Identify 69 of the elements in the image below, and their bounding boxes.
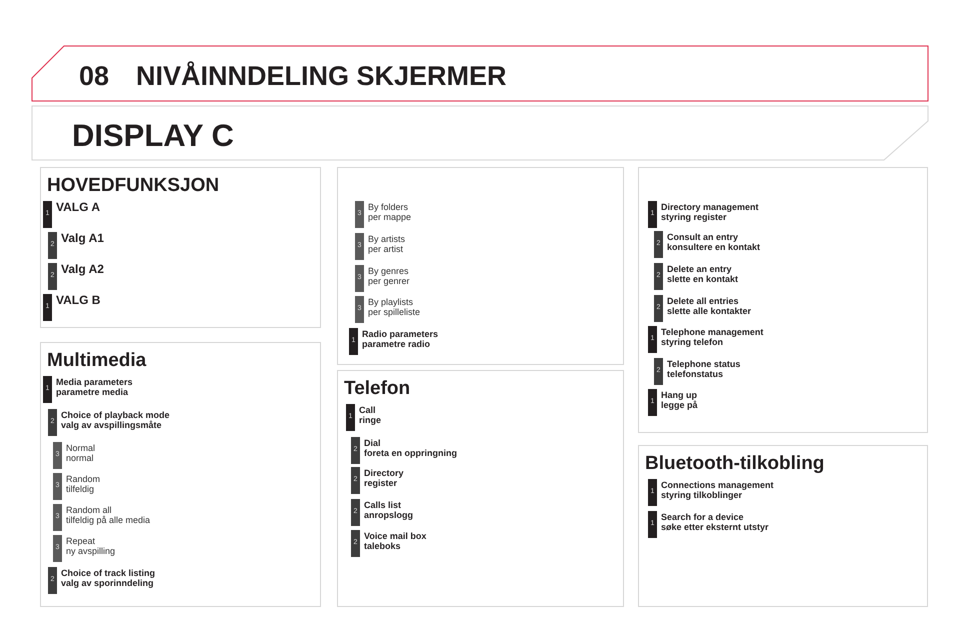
menu-item-text: taleboks <box>364 541 402 551</box>
menu-item-text: søke etter eksternt utstyr <box>661 522 769 532</box>
menu-item-text: Calls list <box>364 500 402 510</box>
menu-item-text: Random all <box>66 505 113 515</box>
menu-item-text: Media parameters <box>56 377 133 387</box>
menu-item-text: By artists <box>368 234 406 244</box>
menu-item-text: styring tilkoblinger <box>661 490 744 500</box>
menu-item-text: Valg A1 <box>61 230 104 246</box>
menu-item-text: styring register <box>661 212 728 222</box>
menu-item-text: per artist <box>368 244 404 254</box>
menu-item-text: foreta en oppringning <box>364 448 457 458</box>
menu-item-text: Random <box>66 474 100 484</box>
menu-panel <box>638 445 928 607</box>
menu-item-text: ringe <box>359 415 382 425</box>
menu-item-text: slette en kontakt <box>667 274 738 284</box>
menu-item-text: VALG A <box>56 199 100 215</box>
menu-item-text: Delete an entry <box>667 264 733 274</box>
panel-heading: Telefon <box>344 377 410 401</box>
menu-item-text: Telephone management <box>661 327 764 337</box>
menu-panel <box>40 342 321 607</box>
menu-item-text: Dial <box>364 438 382 448</box>
menu-item-text: Telephone status <box>667 359 740 369</box>
menu-item-text: Consult an entry <box>667 232 740 242</box>
menu-item-text: Delete all entries <box>667 296 740 306</box>
menu-item-text: tilfeldig på alle media <box>66 515 150 525</box>
menu-item-text: Directory <box>364 468 404 478</box>
menu-item-text: Voice mail box <box>364 531 426 541</box>
menu-item-text: konsultere en kontakt <box>667 242 760 252</box>
menu-item-text: Radio parameters <box>362 329 438 339</box>
menu-item-text: Choice of playback mode <box>61 410 170 420</box>
chapter-number: 08 <box>79 60 110 93</box>
menu-item-text: tilfeldig <box>66 484 96 494</box>
menu-item-text: Directory management <box>661 202 759 212</box>
menu-item-text: parametre radio <box>362 339 432 349</box>
menu-item-text: styring telefon <box>661 337 724 347</box>
menu-item-text: valg av sporinndeling <box>61 578 155 588</box>
menu-item-text: Repeat <box>66 536 96 546</box>
menu-item-text: Connections management <box>661 480 774 490</box>
menu-item-text: Choice of track listing <box>61 568 156 578</box>
menu-item-text: Call <box>359 405 377 415</box>
menu-item-text: By folders <box>368 202 410 212</box>
section-title: DISPLAY C <box>72 117 234 155</box>
menu-item-text: Hang up <box>661 390 698 400</box>
menu-item-text: anropslogg <box>364 510 413 520</box>
menu-item-text: Search for a device <box>661 512 745 522</box>
menu-item-text: per mappe <box>368 212 412 222</box>
menu-item-text: slette alle kontakter <box>667 306 752 316</box>
panel-heading: HOVEDFUNKSJON <box>47 174 220 198</box>
panel-heading: Multimedia <box>47 349 146 373</box>
menu-item-text: Normal <box>66 443 96 453</box>
menu-item-text: By playlists <box>368 297 414 307</box>
menu-panel <box>337 370 624 607</box>
menu-panel <box>40 167 321 328</box>
panel-heading: Bluetooth-tilkobling <box>645 452 824 476</box>
menu-item-text: per genrer <box>368 276 410 286</box>
menu-item-text: parametre media <box>56 387 130 397</box>
menu-item-text: By genres <box>368 266 410 276</box>
menu-item-text: VALG B <box>56 292 100 308</box>
menu-item-text: per spilleliste <box>368 307 420 317</box>
menu-panel <box>337 167 624 365</box>
menu-item-text: Valg A2 <box>61 261 104 277</box>
page-title: NIVÅINNDELING SKJERMER <box>136 60 507 93</box>
menu-item-text: telefonstatus <box>667 369 724 379</box>
menu-item-text: register <box>364 478 398 488</box>
menu-item-text: normal <box>66 453 95 463</box>
menu-panel <box>638 167 928 433</box>
menu-item-text: ny avspilling <box>66 546 116 556</box>
menu-item-text: valg av avspillingsmåte <box>61 420 163 430</box>
menu-item-text: legge på <box>661 400 698 410</box>
